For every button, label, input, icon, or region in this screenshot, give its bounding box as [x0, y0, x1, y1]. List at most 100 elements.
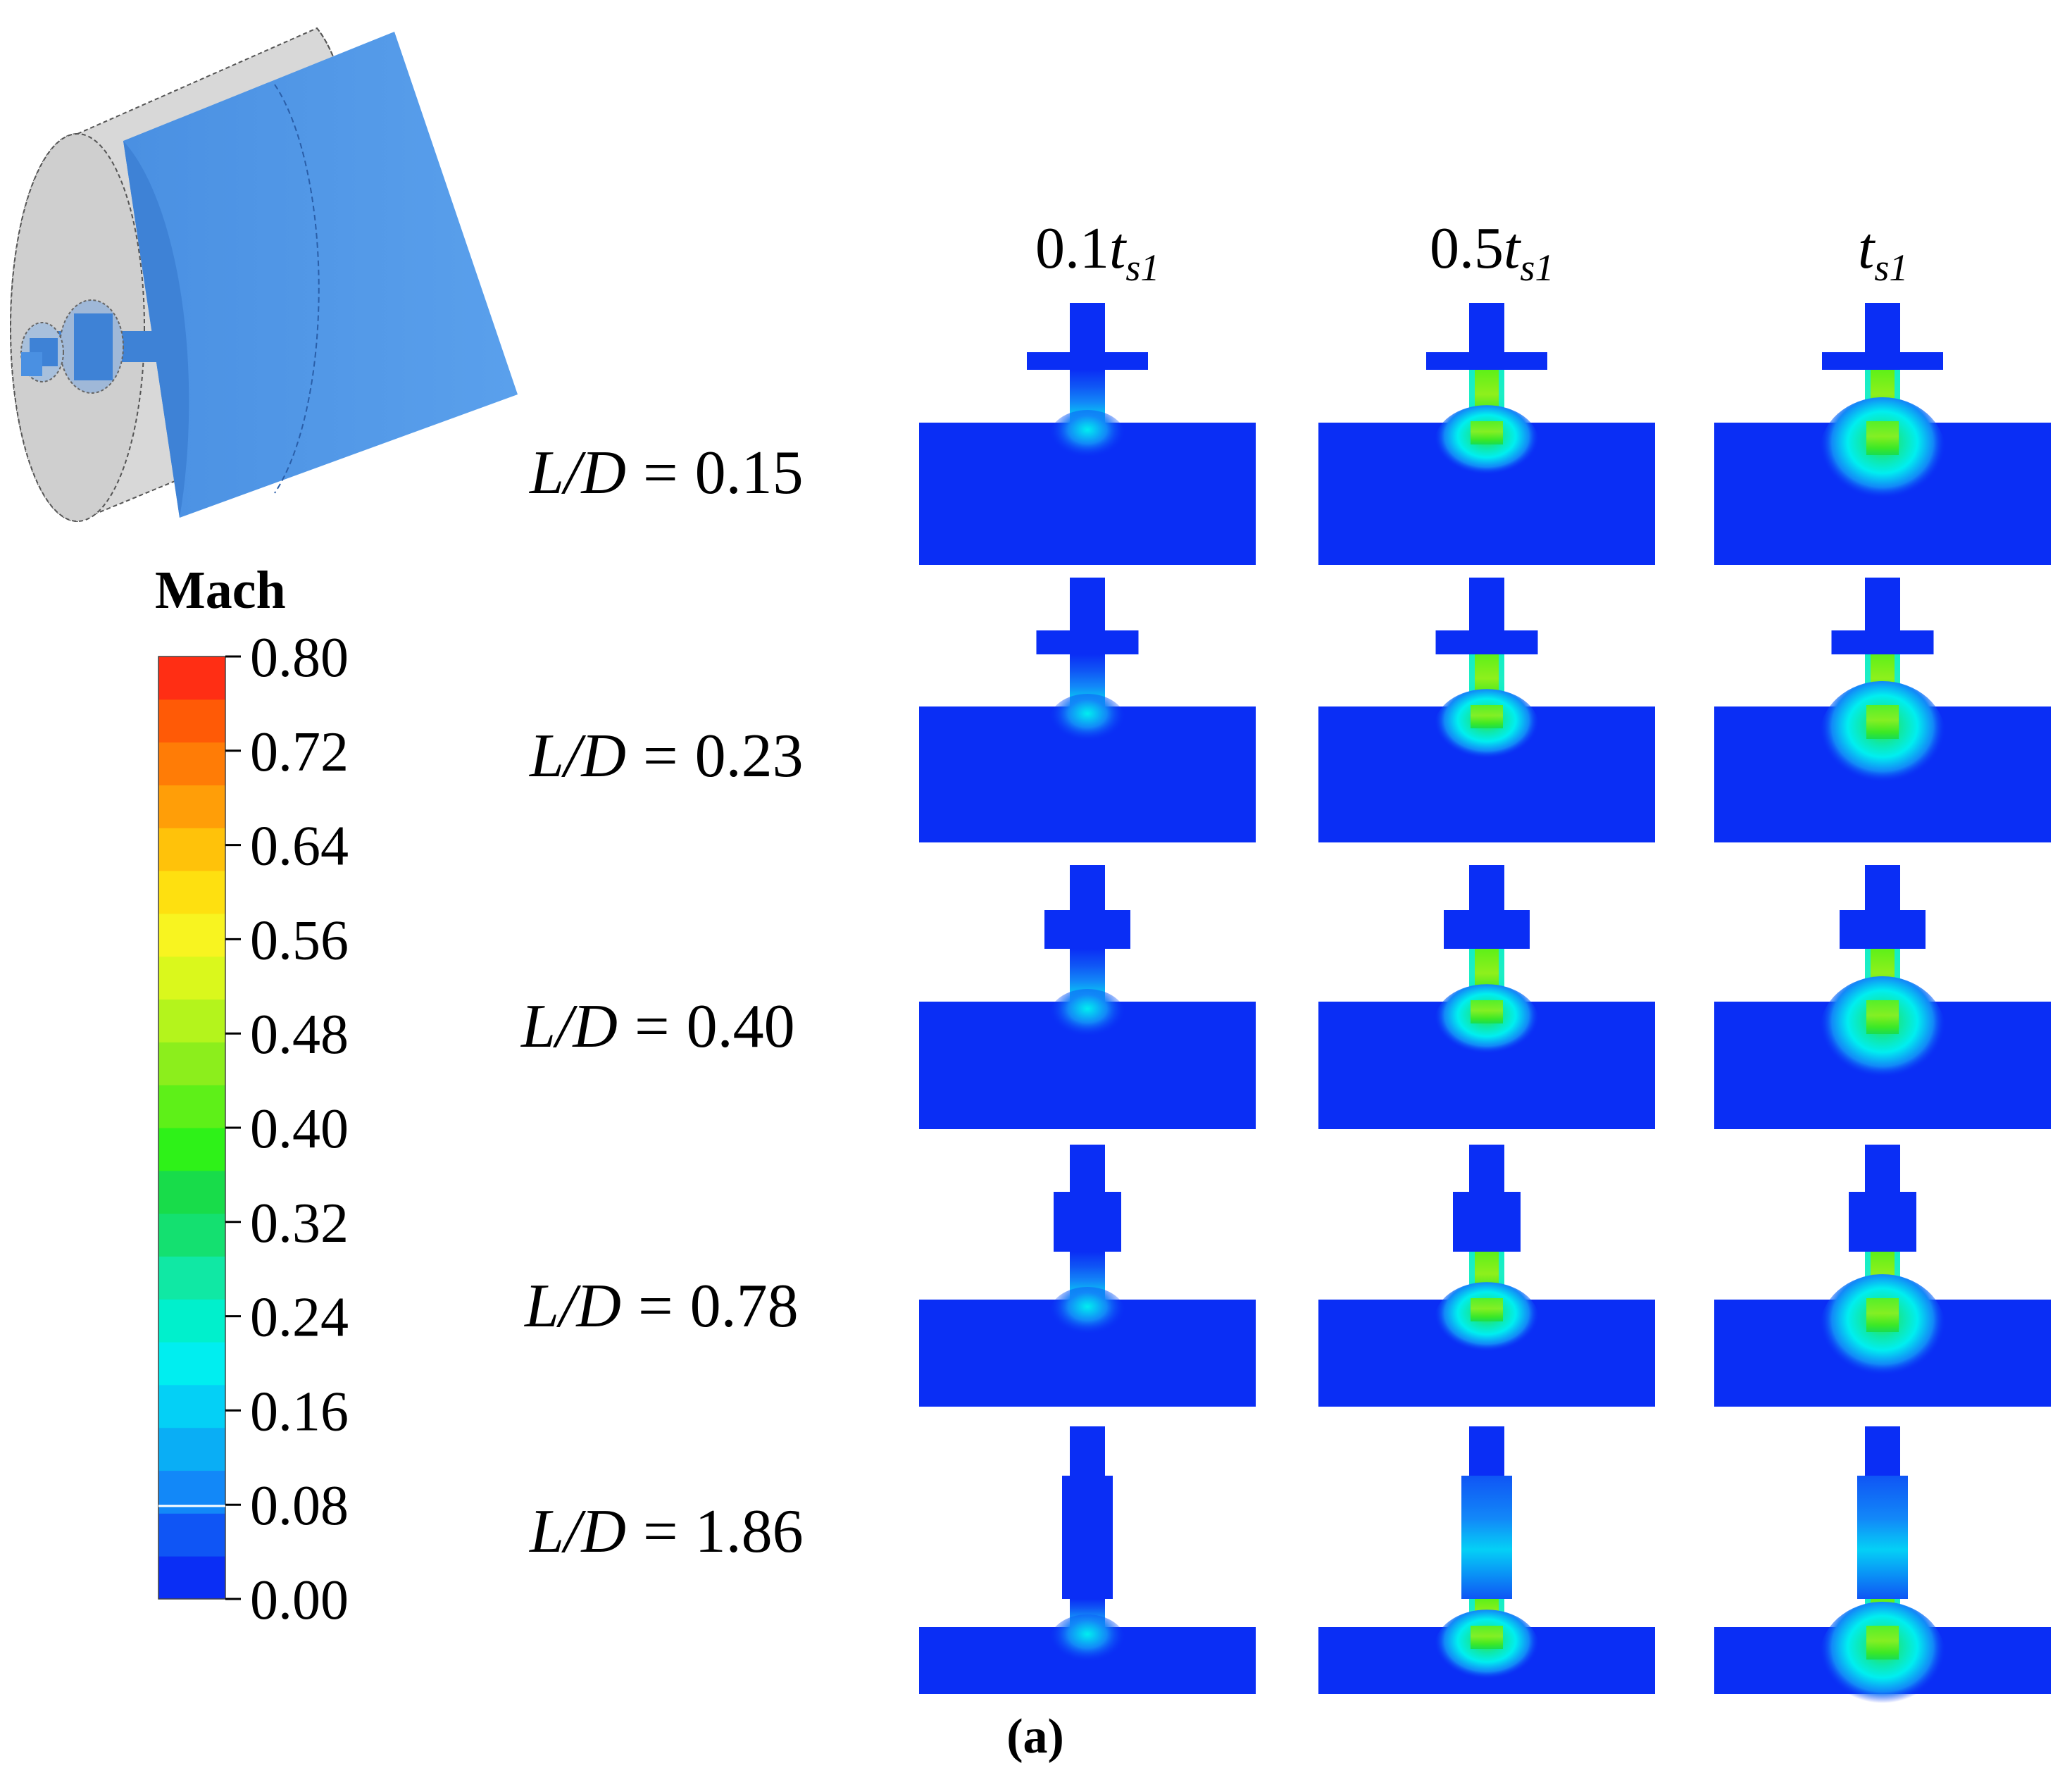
colorbar-band	[158, 956, 225, 1000]
chamber-cross	[1831, 630, 1934, 654]
colorbar-band	[158, 1213, 225, 1257]
mach-contour-panel	[919, 1426, 1256, 1694]
figure-caption: (a)	[1006, 1710, 1064, 1764]
colorbar-band	[158, 1170, 225, 1214]
inlet-stem	[1469, 865, 1504, 911]
mach-contour-panel	[1318, 1145, 1655, 1407]
colorbar-band	[158, 1384, 225, 1428]
chamber-cross	[1435, 630, 1538, 654]
chamber-cross	[1453, 1192, 1521, 1252]
jet-core	[1866, 421, 1899, 455]
colorbar-band	[158, 1299, 225, 1343]
jet-plume	[1049, 989, 1126, 1045]
colorbar-tick-label: 0.16	[250, 1381, 349, 1443]
inlet-stem	[1070, 865, 1105, 911]
column-header-subscript: s1	[1520, 247, 1554, 289]
chamber-cross	[1444, 910, 1530, 949]
inlet-stem	[1469, 1145, 1504, 1193]
row-label-lhs: L/D	[520, 992, 618, 1061]
column-header: 0.5ts1	[1430, 216, 1554, 289]
mach-contour-panel	[919, 1145, 1256, 1407]
row-label-lhs: L/D	[528, 439, 626, 507]
row-label-value: 0.23	[695, 722, 804, 790]
jet-edge	[1895, 949, 1900, 1002]
jet-edge	[1895, 654, 1900, 706]
row-label-eq: =	[643, 439, 678, 507]
jet-plume	[1049, 1287, 1126, 1343]
colorbar-tick-label: 0.40	[250, 1098, 349, 1160]
jet-plume	[1049, 410, 1126, 466]
jet-core	[1471, 1298, 1503, 1321]
chamber-cross	[1426, 352, 1547, 370]
jet-core	[1866, 1298, 1899, 1332]
row-label-lhs: L/D	[523, 1272, 621, 1340]
row-label: L/D=0.15	[528, 439, 804, 507]
colorbar-band	[158, 999, 225, 1042]
jet-edge	[1895, 1252, 1900, 1300]
column-header-symbol: t	[1858, 216, 1876, 281]
row-label: L/D=0.23	[528, 722, 804, 790]
mach-contour-panel	[919, 578, 1256, 842]
inlet-stem	[1469, 1426, 1504, 1477]
mach-contour-panel	[919, 865, 1256, 1129]
colorbar-title: Mach	[155, 561, 286, 620]
colorbar-tick-label: 0.48	[250, 1004, 349, 1066]
colorbar-band	[158, 1427, 225, 1471]
inlet-stem	[1865, 578, 1900, 632]
chamber-cross	[1857, 1476, 1908, 1599]
model-3d-illustration	[10, 27, 518, 523]
jet-edge	[1499, 1252, 1504, 1300]
jet-edge	[1499, 370, 1504, 423]
row-labels: L/D=0.15 L/D=0.23 L/D=0.40 L/D=0.78 L/D=…	[520, 439, 804, 1566]
chamber-cross	[1822, 352, 1943, 370]
colorbar-tick-label: 0.08	[250, 1475, 349, 1537]
jet-core	[1866, 1000, 1899, 1034]
mach-contour-panel	[1318, 1426, 1655, 1694]
jet-edge	[1469, 654, 1475, 706]
chamber-cross	[1062, 1476, 1113, 1599]
jet-edge	[1865, 949, 1871, 1002]
column-header-coef: 0.5	[1430, 216, 1504, 281]
colorbar-band	[158, 1256, 225, 1300]
jet-core	[1471, 705, 1503, 728]
chamber-cross	[1461, 1476, 1512, 1599]
jet-core	[1866, 1626, 1899, 1660]
colorbar-band	[158, 1128, 225, 1171]
colorbar: Mach 0.800.720.640.560.480.400.320.240.1…	[155, 561, 349, 1631]
colorbar-ticks: 0.800.720.640.560.480.400.320.240.160.08…	[225, 627, 349, 1631]
mach-contour-panel	[1714, 865, 2051, 1129]
column-header-subscript: s1	[1125, 247, 1159, 289]
inlet-stem	[1469, 303, 1504, 354]
jet-edge	[1895, 370, 1900, 423]
jet-edge	[1499, 949, 1504, 1002]
mach-contour-panel	[1318, 303, 1655, 565]
colorbar-band	[158, 699, 225, 743]
row-label-eq: =	[635, 992, 670, 1061]
mach-contour-panel	[1318, 578, 1655, 842]
chamber-cross	[1849, 1192, 1916, 1252]
colorbar-band	[158, 871, 225, 914]
inlet-stem	[1070, 1145, 1105, 1193]
colorbar-tick-label: 0.56	[250, 909, 349, 971]
colorbar-tick-label: 0.80	[250, 627, 349, 689]
jet-core	[1471, 421, 1503, 444]
colorbar-tick-label: 0.64	[250, 816, 349, 878]
row-label-eq: =	[643, 722, 678, 790]
jet-plume	[1049, 694, 1126, 750]
column-header: 0.1ts1	[1035, 216, 1159, 289]
inlet-stem	[1070, 303, 1105, 354]
row-label-lhs: L/D	[528, 722, 626, 790]
jet-core	[1866, 705, 1899, 739]
mach-contour-panel	[1714, 303, 2051, 565]
jet-plume	[1049, 1614, 1126, 1671]
inlet-stem	[1865, 1426, 1900, 1477]
colorbar-tick-label: 0.00	[250, 1569, 349, 1631]
colorbar-band	[158, 1042, 225, 1085]
row-label-value: 0.40	[687, 992, 795, 1061]
column-headers: 0.1ts1 0.5ts1 t s1	[1035, 216, 1908, 289]
mach-contour-panel	[1714, 1145, 2051, 1407]
colorbar-band	[158, 656, 225, 700]
column-header-coef: 0.1	[1035, 216, 1109, 281]
row-label-eq: =	[638, 1272, 673, 1340]
